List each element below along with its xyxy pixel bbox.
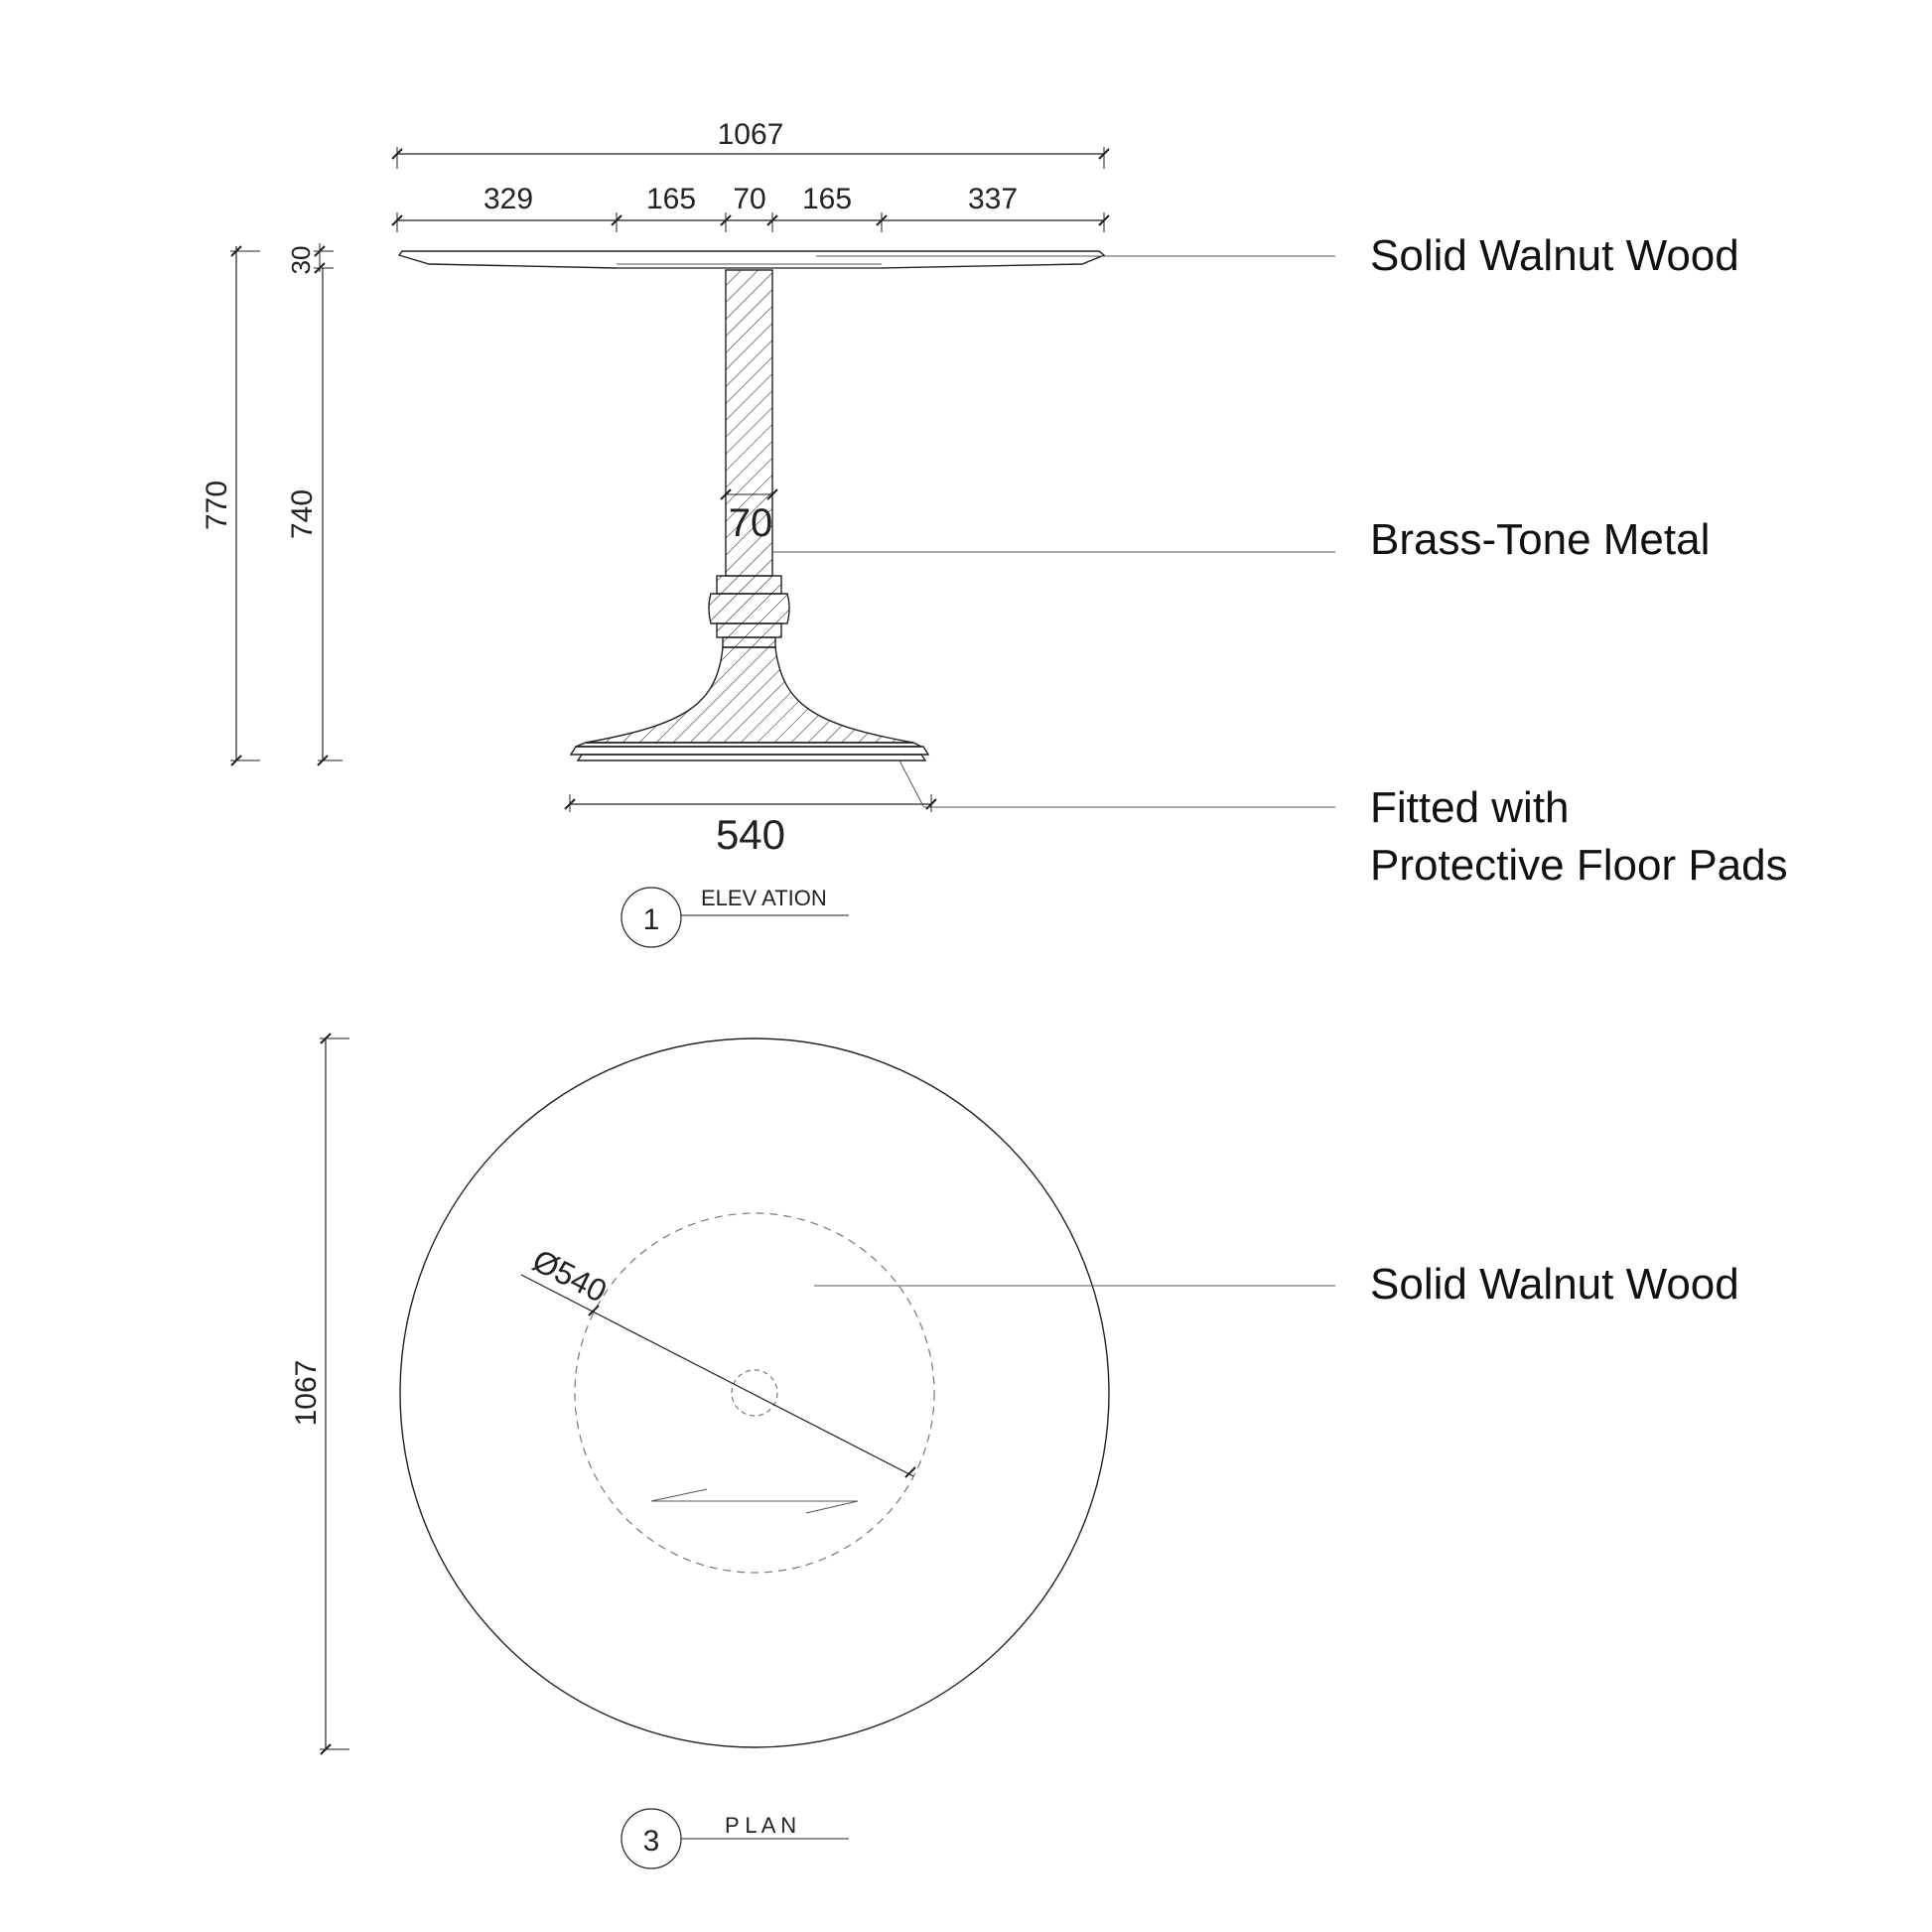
overall-width-label: 1067 <box>718 118 784 151</box>
segment-label-2: 165 <box>646 183 696 215</box>
plan-view: Ø540 1067 3 P L A N <box>290 1033 1110 1869</box>
plan-column-outline <box>731 1369 778 1417</box>
column-width-label: 70 <box>729 501 773 545</box>
plan-table-top-outline <box>399 1037 1110 1748</box>
plan-view-title-text: P L A N <box>725 1813 796 1838</box>
base-width-dimension: 540 <box>564 759 937 858</box>
top-thickness-label: 30 <box>286 246 316 275</box>
segment-label-5: 337 <box>968 183 1018 215</box>
top-thickness-dimension: 30 <box>286 243 334 274</box>
elevation-view-title: 1 ELEV ATION <box>621 886 849 948</box>
note-top-material: Solid Walnut Wood <box>1370 231 1739 280</box>
callouts: Solid Walnut Wood Brass-Tone Metal Fitte… <box>772 231 1788 1309</box>
plan-diameter-label: 1067 <box>290 1360 323 1427</box>
segment-dimension-chain: 329 165 70 165 337 <box>391 183 1110 232</box>
elevation-view: 1067 329 165 70 165 337 <box>201 118 1110 948</box>
column-width-dimension: 70 <box>720 488 778 545</box>
elevation-view-number: 1 <box>643 903 660 936</box>
note-plan-top-material: Solid Walnut Wood <box>1370 1260 1739 1309</box>
plan-base-outline <box>574 1212 935 1574</box>
segment-label-1: 329 <box>483 183 533 215</box>
direction-arrow <box>650 1488 859 1514</box>
note-floor-pads-line-1: Fitted with <box>1370 783 1570 832</box>
elevation-view-title-text: ELEV ATION <box>701 886 827 910</box>
flared-base <box>569 646 930 761</box>
overall-height-dimension: 770 <box>201 245 260 766</box>
plan-view-number: 3 <box>643 1825 660 1858</box>
overall-height-label: 770 <box>201 481 233 530</box>
note-column-material: Brass-Tone Metal <box>1370 515 1710 564</box>
plan-diameter-dimension: 1067 <box>290 1033 349 1755</box>
base-diameter-dimension: Ø540 <box>520 1242 916 1478</box>
leg-height-dimension: 740 <box>286 268 343 766</box>
note-floor-pads-line-2: Protective Floor Pads <box>1370 841 1788 890</box>
base-width-label: 540 <box>716 811 785 858</box>
column <box>725 269 773 577</box>
overall-width-dimension: 1067 <box>391 118 1110 169</box>
table-top <box>397 250 1106 269</box>
leg-height-label: 740 <box>286 489 319 539</box>
plan-view-title: 3 P L A N <box>621 1808 849 1869</box>
column-collar <box>708 575 790 648</box>
segment-label-4: 165 <box>802 183 852 215</box>
segment-label-3: 70 <box>733 183 765 215</box>
